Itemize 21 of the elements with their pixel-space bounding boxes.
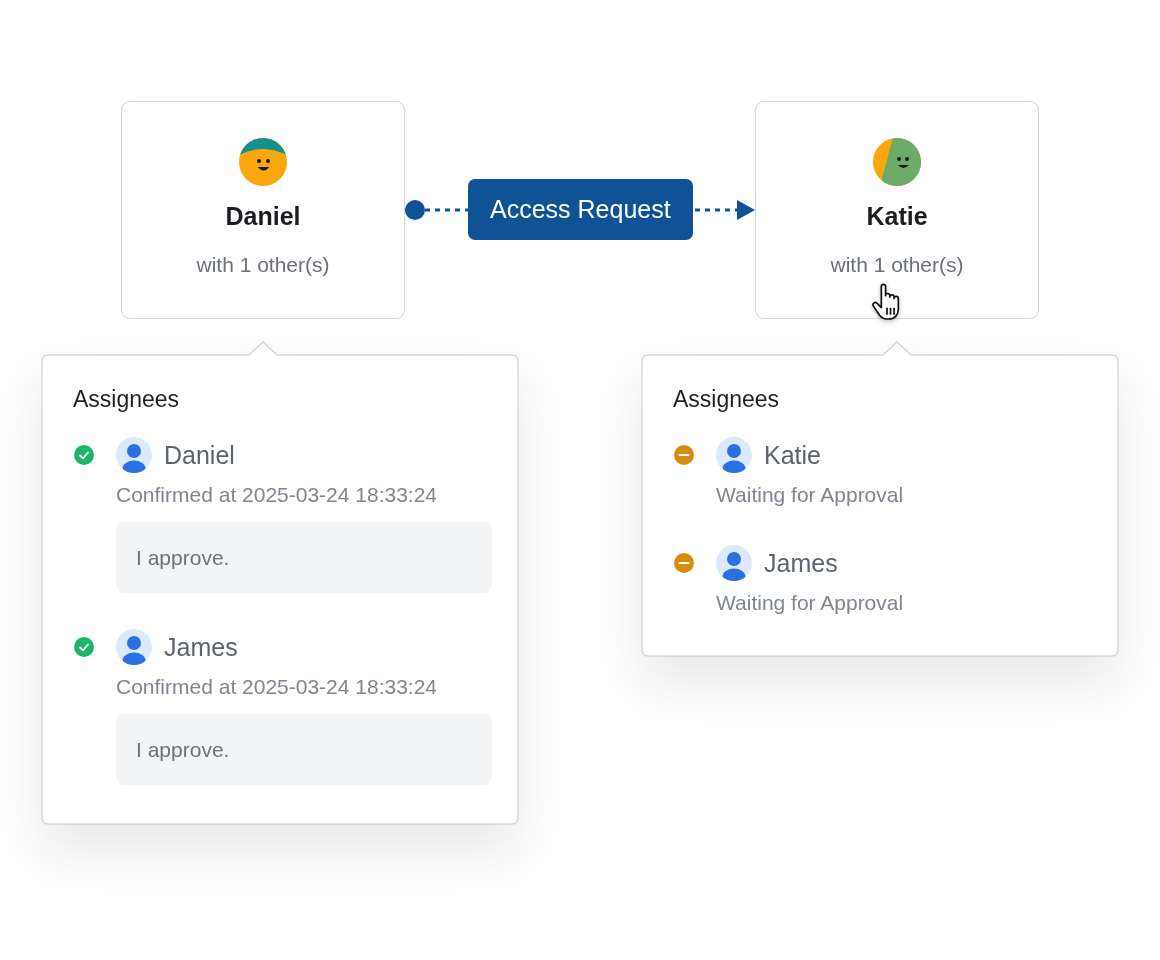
status-text: Waiting for Approval bbox=[716, 482, 904, 507]
others-count: with 1 other(s) bbox=[196, 252, 330, 277]
person-card bbox=[755, 101, 1039, 319]
assignees-popover bbox=[41, 341, 519, 825]
status-text: Confirmed at 2025-03-24 18:33:24 bbox=[116, 482, 438, 507]
person-name: Daniel bbox=[225, 201, 301, 231]
approval-comment: I approve. bbox=[116, 522, 492, 593]
approval-comment: I approve. bbox=[116, 714, 492, 785]
status-text: Waiting for Approval bbox=[716, 590, 904, 615]
others-count: with 1 other(s) bbox=[830, 252, 964, 277]
assignees-popover bbox=[641, 341, 1119, 657]
person-name: Katie bbox=[866, 201, 928, 231]
popover-heading: Assignees bbox=[673, 386, 780, 413]
assignee-name: Katie bbox=[764, 441, 821, 470]
status-text: Confirmed at 2025-03-24 18:33:24 bbox=[116, 674, 438, 699]
edge-label: Access Request bbox=[468, 179, 693, 240]
person-card bbox=[121, 101, 405, 319]
assignee-name: Daniel bbox=[164, 441, 235, 470]
assignee-name: James bbox=[164, 633, 238, 662]
assignee-name: James bbox=[764, 549, 838, 578]
popover-heading: Assignees bbox=[73, 386, 180, 413]
